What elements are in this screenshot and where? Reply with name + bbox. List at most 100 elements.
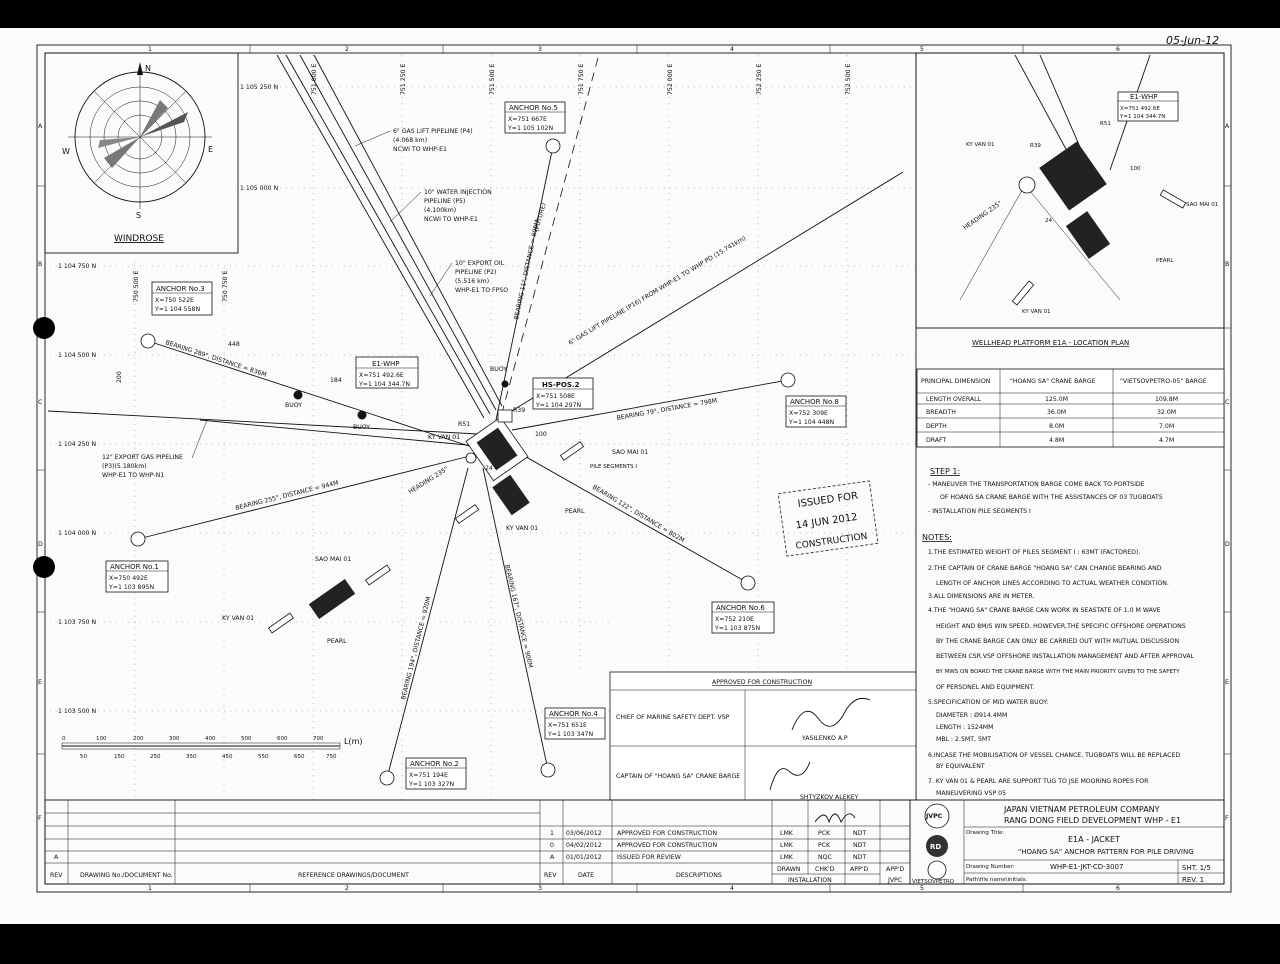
zone-num-b4: 4 — [730, 885, 734, 892]
hs-pos-box: HS-POS.2 X=751 508E Y=1 104 297N — [532, 377, 594, 410]
rev-row2-appd: NDT — [853, 842, 866, 849]
windrose-frame — [44, 52, 239, 254]
rev-row1-drawn: LMK — [780, 830, 794, 837]
rev-label-mid: REV — [544, 872, 557, 879]
scale-50: 50 — [80, 754, 87, 760]
easting-751750: 751 750 E — [578, 63, 585, 95]
zone-letter-e: E — [38, 679, 42, 686]
svg-text:PIPELINE (P2): PIPELINE (P2) — [455, 269, 496, 276]
svg-text:ANCHOR No.2: ANCHOR No.2 — [410, 760, 459, 768]
appd-label: APP'D — [850, 866, 868, 873]
dim-row3-c2: 4.7M — [1159, 437, 1174, 444]
dim-row1-c2: 32.0M — [1157, 409, 1176, 416]
scale-750: 750 — [326, 754, 337, 760]
sheet-number: SHT. 1/5 — [1182, 864, 1211, 872]
svg-text:X=752 210E: X=752 210E — [715, 616, 754, 623]
border-zone-ticks — [37, 45, 1231, 892]
anchor-8-box: ANCHOR No.8 X=752 309E Y=1 104 448N — [785, 395, 847, 428]
radius-39-label: R39 — [513, 407, 525, 414]
dim-200-label: 200 — [116, 371, 123, 383]
note-line-17: MANEUVERING VSP 05 — [936, 790, 1006, 797]
zone-num-b1: 1 — [148, 885, 152, 892]
svg-text:HS-POS.2: HS-POS.2 — [542, 381, 580, 389]
dim-row2-c0: DEPTH — [926, 423, 947, 430]
note-line-2: LENGTH OF ANCHOR LINES ACCORDING TO ACTU… — [936, 580, 1169, 587]
approval-row2-name: SHTYZKOV ALEKEY — [800, 794, 859, 801]
svg-text:PEARL: PEARL — [1156, 258, 1174, 264]
easting-750750: 750 750 E — [222, 270, 229, 302]
dim-header-0: PRINCIPAL DIMENSION — [921, 378, 991, 385]
dim-row1-c0: BREADTH — [926, 409, 956, 416]
scale-bar — [61, 742, 341, 750]
left-rev-letter: A — [54, 854, 59, 861]
svg-text:100: 100 — [1130, 166, 1141, 172]
appd-jvpc-label: APP'D — [886, 866, 904, 873]
e1-whp-box: E1-WHP X=751 492.6E Y=1 104 344.7N — [355, 356, 419, 389]
northing-1104750: 1 104 750 N — [58, 263, 96, 270]
drawing-no-label: DRAWING No./DOCUMENT No. — [80, 872, 173, 879]
note-line-11: DIAMETER : Ø914.4MM — [936, 711, 1007, 719]
anchor-6-box: ANCHOR No.6 X=752 210E Y=1 103 875N — [711, 601, 775, 634]
date-label: DATE — [578, 872, 594, 879]
svg-text:Y=1 105 102N: Y=1 105 102N — [507, 125, 553, 132]
northing-1103750: 1 103 750 N — [58, 619, 96, 626]
drawing-title-label: Drawing Title: — [966, 830, 1004, 836]
svg-text:X=751 651E: X=751 651E — [548, 722, 587, 729]
punch-hole — [33, 556, 55, 578]
zone-num-2: 2 — [345, 46, 349, 53]
svg-text:ANCHOR No.1: ANCHOR No.1 — [110, 563, 159, 571]
dim-row3-c1: 4.8M — [1049, 437, 1064, 444]
anchor-2-symbol — [379, 770, 395, 786]
scale-600: 600 — [277, 736, 288, 742]
descriptions-label: DESCRIPTIONS — [676, 872, 722, 879]
svg-text:E1-WHP: E1-WHP — [372, 360, 400, 368]
anchor-4-symbol — [540, 762, 556, 778]
scale-100: 100 — [96, 736, 107, 742]
anchor-4-box: ANCHOR No.4 X=751 651E Y=1 103 347N — [544, 707, 606, 740]
svg-text:ANCHOR No.3: ANCHOR No.3 — [156, 285, 205, 293]
svg-text:ANCHOR No.8: ANCHOR No.8 — [790, 398, 839, 406]
tug-boats — [268, 441, 585, 634]
zone-num-b5: 5 — [920, 885, 924, 892]
revision-number: REV. 1 — [1182, 876, 1204, 884]
zone-num-b6: 6 — [1116, 885, 1120, 892]
svg-text:Y=1 104 448N: Y=1 104 448N — [788, 419, 834, 426]
windrose-title: WINDROSE — [114, 234, 164, 244]
logo-rd: RD — [930, 843, 941, 851]
step1-line-2: - INSTALLATION PILE SEGMENTS I — [928, 508, 1031, 515]
svg-text:(4.068 km): (4.068 km) — [393, 137, 427, 144]
easting-750500: 750 500 E — [133, 270, 140, 302]
rev-row3-desc: ISSUED FOR REVIEW — [617, 854, 681, 861]
zone-num-b2: 2 — [345, 885, 349, 892]
zone-letter-f-r: F — [1225, 815, 1229, 822]
scale-0: 0 — [62, 736, 66, 742]
svg-text:X=750 522E: X=750 522E — [155, 297, 194, 304]
zone-num-6: 6 — [1116, 46, 1120, 53]
anchor-1-symbol — [130, 531, 146, 547]
easting-751250: 751 250 E — [400, 63, 407, 95]
northing-1104500: 1 104 500 N — [58, 352, 96, 359]
logo-vsp: VIETSOVPETRO — [912, 879, 955, 885]
drawing-title-1: E1A - JACKET — [1068, 835, 1120, 844]
scale-150: 150 — [114, 754, 125, 760]
windrose-n: N — [145, 64, 151, 73]
svg-text:NCWI TO WHP-E1: NCWI TO WHP-E1 — [393, 146, 447, 153]
platform-barge-cluster — [465, 409, 530, 516]
note-line-0: 1.THE ESTIMATED WEIGHT OF PILES SEGMENT … — [928, 549, 1140, 556]
svg-text:KY VAN 01: KY VAN 01 — [1022, 309, 1051, 315]
dim-row0-c2: 109.8M — [1155, 396, 1178, 403]
note-line-9: OF PERSONEL AND EQUIPMENT. — [936, 684, 1034, 691]
anchor-2-box: ANCHOR No.2 X=751 194E Y=1 103 327N — [405, 757, 467, 790]
svg-text:Y=1 104 558N: Y=1 104 558N — [154, 306, 200, 313]
windrose-diagram — [68, 62, 212, 209]
buoy-1 — [293, 390, 303, 400]
svg-text:ANCHOR No.6: ANCHOR No.6 — [716, 604, 765, 612]
note-line-10: 5.SPECIFICATION OF MID WATER BUOY: — [928, 699, 1048, 706]
windrose-e: E — [208, 145, 213, 154]
zone-letter-c: C — [38, 399, 42, 406]
svg-text:12" EXPORT GAS PIPELINE: 12" EXPORT GAS PIPELINE — [102, 454, 183, 461]
note-line-6: BY THE CRANE BARGE CAN ONLY BE CARRIED O… — [936, 638, 1179, 645]
scale-700: 700 — [313, 736, 324, 742]
note-line-12: LENGTH : 1524MM — [936, 724, 993, 731]
note-line-1: 2.THE CAPTAIN OF CRANE BARGE "HOANG SA" … — [928, 565, 1162, 572]
